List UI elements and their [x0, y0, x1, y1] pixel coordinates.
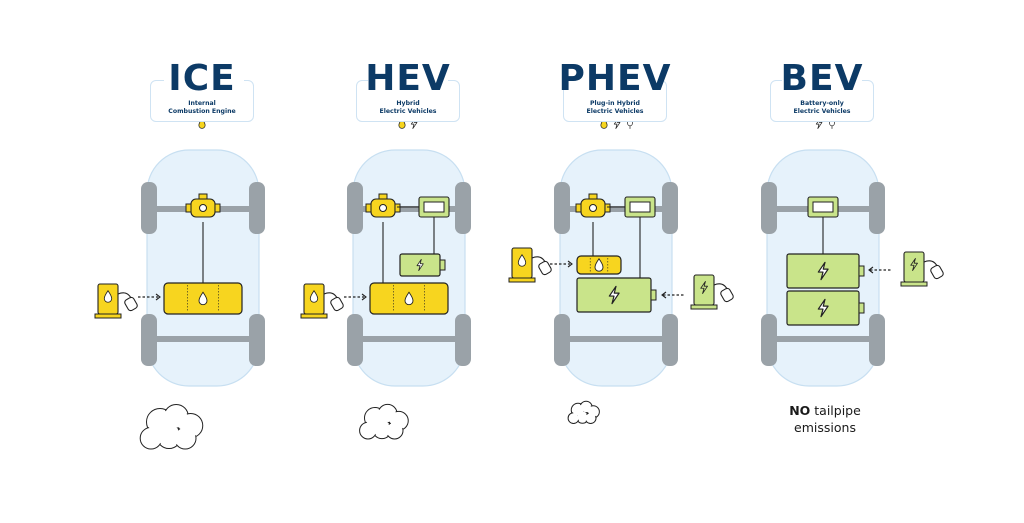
hev-fuel-pump-icon	[300, 283, 344, 319]
phev-wheel-1	[554, 182, 570, 234]
bev-charger-icon	[900, 251, 944, 287]
ice-smoke-cloud-icon	[139, 403, 204, 450]
ice-title: ICE	[168, 58, 236, 99]
bev-title: BEV	[780, 58, 864, 99]
phev-subtitle-line1: Plug-in Hybrid	[590, 100, 640, 107]
bev-wheel-1	[761, 182, 777, 234]
phev-fuel-pump-icon	[508, 247, 552, 283]
hev-rear-axle	[357, 336, 461, 342]
no-emissions-line1-rest: tailpipe	[810, 403, 861, 418]
hev-inverter-icon	[418, 196, 450, 218]
phev-rear-axle	[564, 336, 668, 342]
ice-fuel-pump-icon	[94, 283, 138, 319]
phev-engine-icon	[575, 193, 611, 218]
phev-title: PHEV	[558, 58, 672, 99]
ice-wheel-2	[249, 182, 265, 234]
bev-wheel-3	[761, 314, 777, 366]
hev-smoke-cloud-icon	[359, 403, 409, 440]
phev-front-axle	[564, 206, 668, 212]
hev-front-axle	[357, 206, 461, 212]
hev-wheel-3	[347, 314, 363, 366]
ice-engine-icon	[185, 193, 221, 218]
bev-inverter-icon	[807, 196, 839, 218]
bev-subtitle-line1: Battery-only	[800, 100, 844, 107]
phev-charger-icon	[690, 274, 734, 310]
hev-wheel-1	[347, 182, 363, 234]
hev-subtitle-line1: Hybrid	[396, 100, 420, 107]
phev-subtitle-line2: Electric Vehicles	[586, 107, 644, 115]
hev-subtitle-line2: Electric Vehicles	[379, 107, 437, 115]
hev-wheel-4	[455, 314, 471, 366]
hev-wheel-2	[455, 182, 471, 234]
no-emissions-bold: NO	[789, 403, 811, 418]
ice-subtitle-line2: Combustion Engine	[168, 107, 236, 115]
bev-wheel-2	[869, 182, 885, 234]
phev-inverter-icon	[624, 196, 656, 218]
hev-engine-icon	[365, 193, 401, 218]
hev-title: HEV	[365, 58, 451, 99]
phev-wheel-2	[662, 182, 678, 234]
no-tailpipe-emissions-note: NO tailpipe emissions	[760, 402, 890, 436]
bev-wheel-4	[869, 314, 885, 366]
phev-wheel-4	[662, 314, 678, 366]
phev-wheel-3	[554, 314, 570, 366]
bev-subtitle-line2: Electric Vehicles	[793, 107, 851, 115]
ice-wheel-3	[141, 314, 157, 366]
ice-wheel-1	[141, 182, 157, 234]
ice-rear-axle	[151, 336, 255, 342]
phev-smoke-cloud-icon	[567, 400, 600, 425]
no-emissions-line2: emissions	[794, 420, 856, 435]
ice-subtitle-line1: Internal	[188, 100, 216, 107]
bev-rear-axle	[771, 336, 875, 342]
ice-wheel-4	[249, 314, 265, 366]
